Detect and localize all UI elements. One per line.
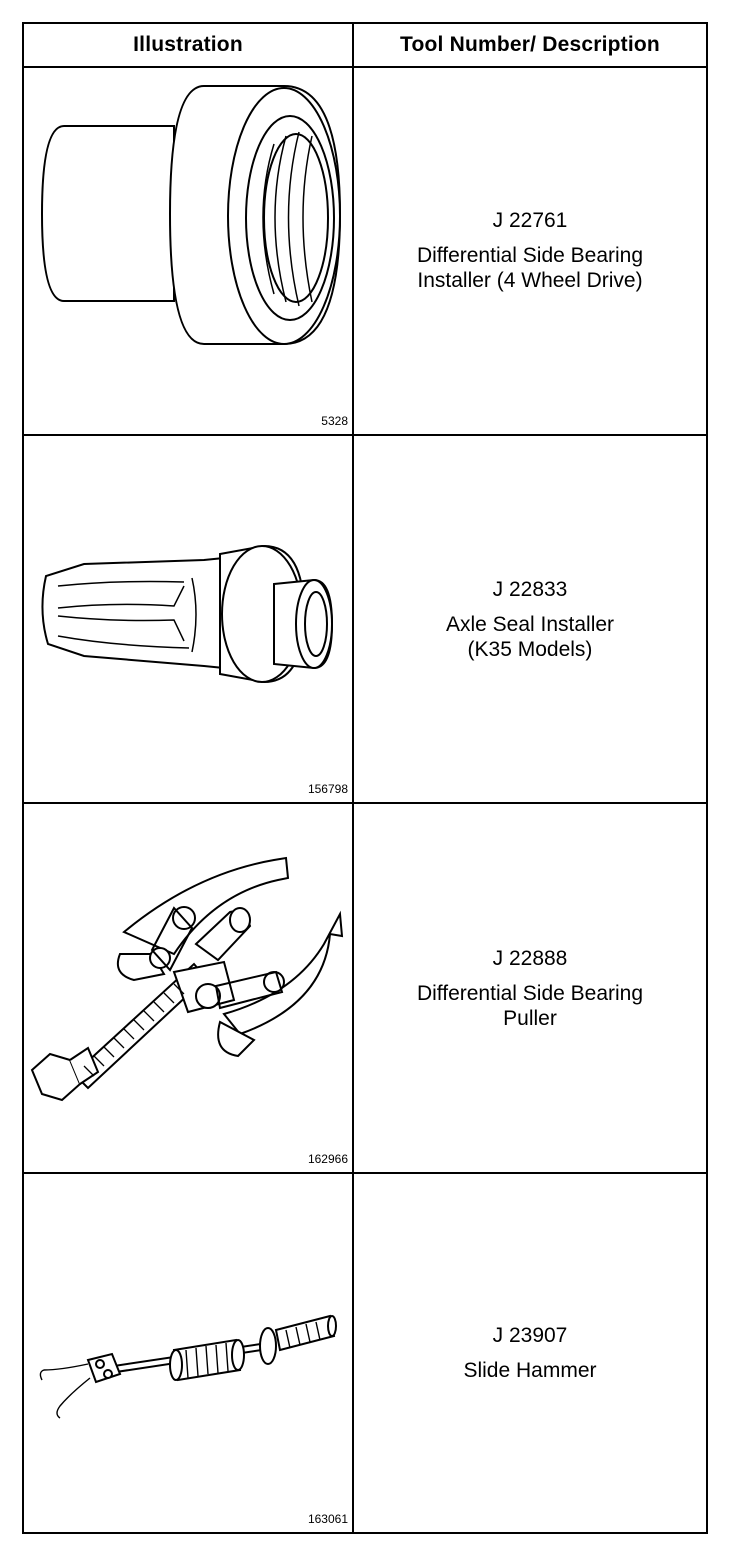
illustration-cell: 163061 [24, 1174, 354, 1532]
tool-number: J 23907 [492, 1324, 568, 1347]
figure-number: 162966 [307, 1152, 348, 1166]
row-divider [24, 802, 706, 804]
description-cell: J 22833 Axle Seal Installer (K35 Models) [354, 436, 706, 802]
illustration-cell: 156798 [24, 436, 354, 802]
bearing-installer-icon [40, 85, 342, 345]
tool-description: Slide Hammer [463, 1359, 597, 1382]
tool-table: Illustration Tool Number/ Description [22, 22, 708, 1534]
table-row: 163061 J 23907 Slide Hammer [24, 1174, 706, 1532]
table-row: 156798 J 22833 Axle Seal Installer (K35 … [24, 436, 706, 802]
description-cell: J 22761 Differential Side Bearing Instal… [354, 66, 706, 434]
tool-description: Axle Seal Installer (K35 Models) [445, 612, 615, 661]
header-tool-description: Tool Number/ Description [354, 24, 706, 68]
seal-installer-icon [41, 544, 334, 684]
illustration-cell: 162966 [24, 804, 354, 1172]
table-row: 162966 J 22888 Differential Side Bearing… [24, 804, 706, 1172]
table-row: 5328 J 22761 Differential Side Bearing I… [24, 66, 706, 434]
header-illustration: Illustration [24, 24, 354, 68]
tool-number: J 22888 [492, 946, 568, 970]
row-divider [24, 434, 706, 436]
tool-number: J 22833 [492, 577, 568, 601]
illustration-cell: 5328 [24, 66, 354, 434]
tool-description: Differential Side Bearing Installer (4 W… [416, 243, 644, 292]
figure-number: 5328 [321, 414, 348, 428]
description-cell: J 22888 Differential Side Bearing Puller [354, 804, 706, 1172]
figure-number: 163061 [307, 1512, 348, 1526]
slide-hammer-icon [39, 1314, 337, 1419]
tool-number: J 22761 [492, 208, 568, 232]
tool-description: Differential Side Bearing Puller [416, 981, 644, 1030]
description-cell: J 23907 Slide Hammer [354, 1174, 706, 1532]
figure-number: 156798 [307, 782, 348, 796]
row-divider [24, 1172, 706, 1174]
bearing-puller-icon [30, 856, 344, 1102]
